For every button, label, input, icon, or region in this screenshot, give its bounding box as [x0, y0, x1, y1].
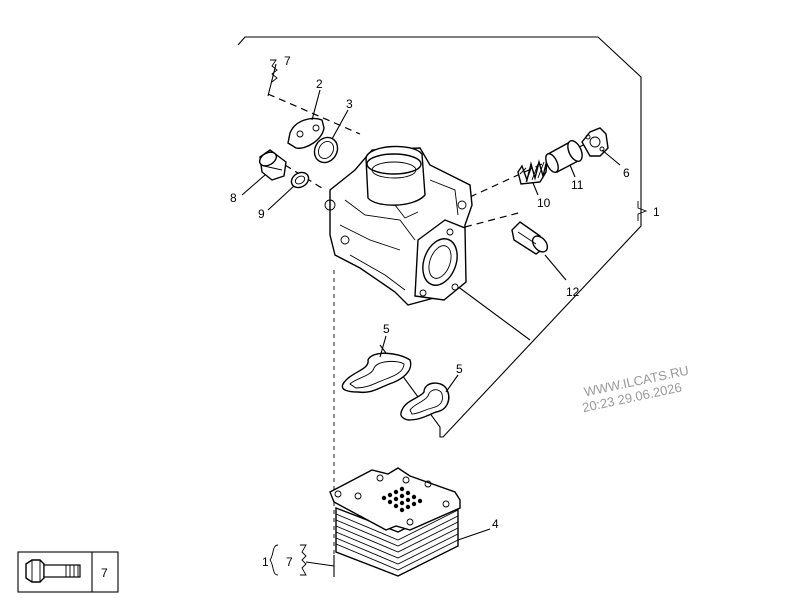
callout-11: 11: [571, 178, 584, 192]
main-housing: [324, 145, 473, 306]
dash-plug-9: [284, 164, 326, 191]
leader-7-top: [267, 63, 277, 97]
leader-4: [457, 528, 491, 541]
callout-4: 4: [492, 517, 499, 531]
part-9-washer: [290, 171, 310, 189]
callout-8: 8: [230, 191, 237, 205]
bolt-icon: [25, 559, 81, 583]
callout-10: 10: [537, 196, 551, 210]
assembly-boundary-leader: [452, 282, 531, 341]
watermark: WWW.ILCATS.RU 20:23 29.06.2026: [581, 363, 690, 416]
leader-7-bottom: [305, 561, 335, 567]
part-10-spring: [517, 159, 548, 185]
callout-6: 6: [623, 166, 630, 180]
callout-5-upper: 5: [383, 322, 390, 336]
leader-9: [267, 185, 295, 211]
legend-box: 7: [17, 551, 119, 593]
part-5-gasket-lower: [400, 382, 450, 421]
part-2-cover-plate: [287, 117, 325, 149]
callout-3: 3: [346, 97, 353, 111]
bracket-1-bottom: [269, 544, 279, 576]
callout-1-bottom: 1: [262, 555, 269, 569]
part-11-sleeve: [545, 140, 583, 174]
dash-plug-to-housing: [464, 211, 523, 228]
leader-6: [601, 149, 621, 166]
assembly-boundary: [237, 36, 642, 438]
part-5-gasket-upper: [341, 352, 412, 394]
callout-9: 9: [258, 207, 265, 221]
part-3-o-ring: [313, 136, 339, 164]
leader-2: [311, 89, 321, 121]
cooler-hole-grid: [381, 486, 423, 513]
part-12-threaded-plug: [511, 221, 549, 255]
bracket-7-top: [270, 59, 278, 83]
callout-7-bottom: 7: [286, 555, 293, 569]
part-4-oil-cooler: [329, 467, 461, 577]
bracket-group-1: [637, 201, 648, 221]
leader-11: [569, 164, 576, 178]
leader-5-upper: [379, 335, 387, 358]
legend-ref: 7: [101, 566, 108, 580]
bracket-7-bottom: [300, 544, 307, 576]
callout-12: 12: [566, 285, 580, 299]
leader-12: [544, 254, 567, 281]
leader-8: [241, 174, 266, 196]
leader-5-lower: [445, 374, 459, 393]
leader-10: [532, 182, 539, 196]
part-6-retainer: [581, 127, 609, 157]
leader-3: [331, 109, 349, 140]
callout-5-lower: 5: [456, 362, 463, 376]
callout-7-top: 7: [284, 54, 291, 68]
part-8-plug: [258, 149, 287, 181]
callout-1: 1: [653, 205, 660, 219]
callout-2: 2: [316, 77, 323, 91]
